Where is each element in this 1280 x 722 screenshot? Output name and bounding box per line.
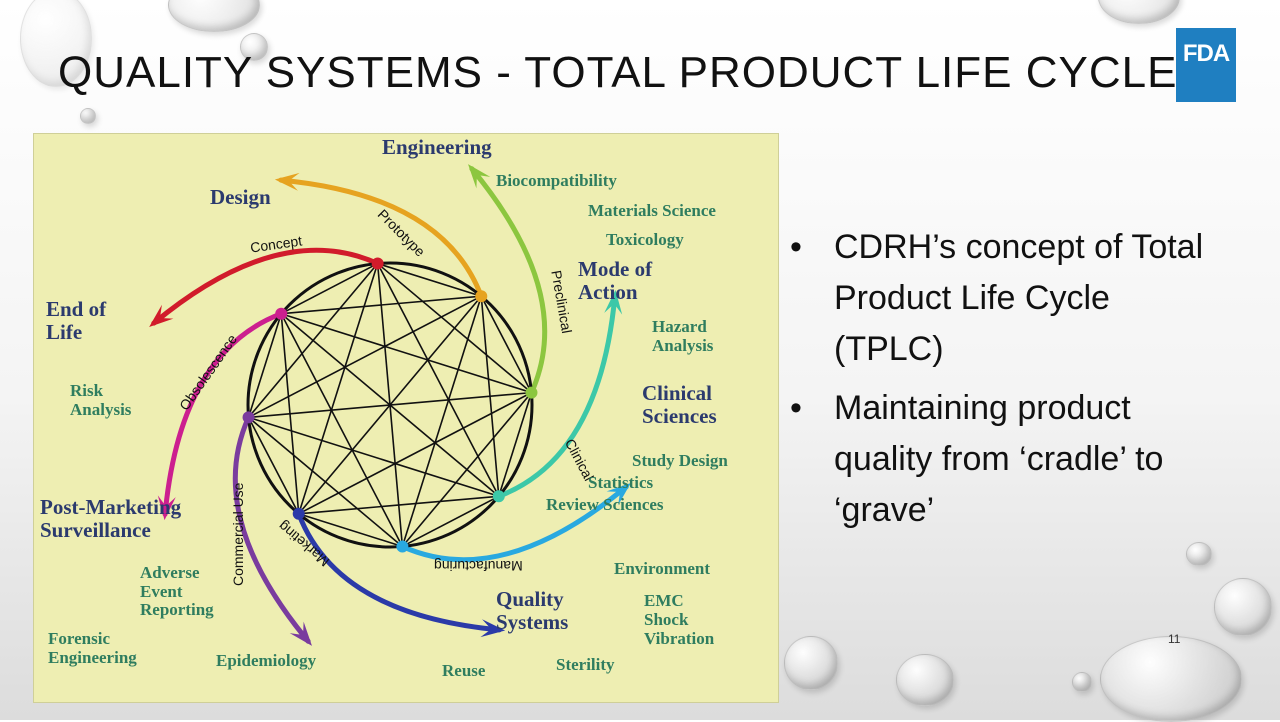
label-post-marketing-surveillance: Post-Marketing Surveillance xyxy=(40,495,182,543)
arrowhead-manufacturing xyxy=(606,483,631,506)
label-epidemiology: Epidemiology xyxy=(216,651,317,670)
water-droplet xyxy=(80,108,96,124)
arc-label-commercial-use: Commercial Use xyxy=(230,482,246,586)
wheel-chord xyxy=(297,263,379,515)
arc-manufacturing xyxy=(399,484,629,563)
label-forensic-engineering: Forensic Engineering xyxy=(48,629,137,667)
arrowhead-commercial-use xyxy=(289,621,312,646)
node-prototype xyxy=(475,290,488,303)
water-droplet xyxy=(168,0,260,32)
arrowhead-obsolescence xyxy=(157,495,176,521)
label-shock: Shock xyxy=(644,610,689,629)
wheel-chord xyxy=(280,313,404,547)
wheel-chord xyxy=(401,295,483,547)
bullet-dot: • xyxy=(790,389,802,427)
tplc-wheel-graphic xyxy=(149,164,631,646)
wheel-chord xyxy=(247,313,282,418)
bullet-text: CDRH’s concept of Total Product Life Cyc… xyxy=(834,228,1204,368)
wheel-chord xyxy=(480,295,533,393)
water-droplet xyxy=(1186,542,1212,566)
label-mode-of-action: Mode of Action xyxy=(578,257,653,305)
wheel-chord xyxy=(248,295,482,419)
label-emc: EMC xyxy=(644,591,684,610)
label-clinical-sciences: Clinical Sciences xyxy=(642,381,717,429)
wheel-chord xyxy=(281,295,482,315)
label-reuse: Reuse xyxy=(442,661,486,680)
wheel-chord xyxy=(280,262,378,315)
wheel-chord xyxy=(376,263,500,497)
node-concept xyxy=(371,257,384,270)
wheel-chord xyxy=(298,513,403,548)
page-number: 11 xyxy=(1168,632,1181,646)
label-materials-science: Materials Science xyxy=(588,201,716,220)
arrowhead-preclinical xyxy=(468,164,491,189)
node-marketing xyxy=(292,507,305,520)
label-end-of-life: End of Life xyxy=(46,297,107,345)
label-adverse-event-reporting: Adverse Event Reporting xyxy=(140,563,214,620)
label-engineering: Engineering xyxy=(382,135,492,159)
arc-obsolescence xyxy=(162,311,284,517)
node-preclinical xyxy=(525,386,538,399)
wheel-chord xyxy=(298,495,499,515)
slide-title: QUALITY SYSTEMS - TOTAL PRODUCT LIFE CYC… xyxy=(58,48,1178,97)
water-droplet xyxy=(1072,672,1092,692)
water-droplet xyxy=(896,654,954,706)
label-risk-analysis: Risk Analysis xyxy=(70,381,132,419)
wheel-chord xyxy=(298,391,532,515)
label-study-design: Study Design xyxy=(632,451,728,470)
arc-commercial-use xyxy=(232,414,311,644)
wheel-chord xyxy=(248,416,403,548)
bullet-text: Maintaining product quality from ‘cradle… xyxy=(834,389,1164,529)
wheel-chord xyxy=(247,417,300,515)
node-obsolescence xyxy=(275,307,288,320)
node-commercial-use xyxy=(242,411,255,424)
wheel-chord xyxy=(280,313,500,497)
node-manufacturing xyxy=(396,540,409,553)
water-droplet xyxy=(240,33,268,61)
arc-marketing xyxy=(296,511,502,633)
arrowhead-concept xyxy=(149,304,174,327)
bullet-item: • CDRH’s concept of Total Product Life Cy… xyxy=(786,222,1226,375)
node-clinical xyxy=(492,490,505,503)
fda-logo: FDA xyxy=(1176,28,1236,102)
water-droplet xyxy=(20,0,92,87)
lifecycle-circle xyxy=(246,261,534,549)
label-environment: Environment xyxy=(614,559,711,578)
wheel-chord xyxy=(248,416,500,498)
label-design: Design xyxy=(210,185,271,209)
arc-prototype xyxy=(278,177,484,299)
label-hazard-analysis: Hazard Analysis xyxy=(652,317,714,355)
label-biocompatibility: Biocompatibility xyxy=(496,171,617,190)
label-quality-systems: Quality Systems xyxy=(496,587,569,635)
arc-concept xyxy=(151,247,381,326)
wheel-chord xyxy=(498,392,533,497)
arrowhead-prototype xyxy=(274,172,300,191)
wheel-chord xyxy=(280,313,300,514)
label-statistics: Statistics xyxy=(588,473,654,492)
bullet-list: • CDRH’s concept of Total Product Life Cy… xyxy=(786,222,1226,544)
label-toxicology: Toxicology xyxy=(606,230,684,249)
water-droplet xyxy=(784,636,838,690)
label-review-sciences: Review Sciences xyxy=(546,495,664,514)
tplc-diagram: Concept Prototype Preclinical Clinical M… xyxy=(33,133,779,703)
bullet-dot: • xyxy=(790,228,802,266)
wheel-chord xyxy=(377,262,482,297)
bullet-item: • Maintaining product quality from ‘cradl… xyxy=(786,383,1226,536)
wheel-chord xyxy=(402,495,500,548)
arc-preclinical xyxy=(469,166,548,396)
arrowhead-marketing xyxy=(480,619,506,638)
arc-clinical xyxy=(496,293,618,499)
arc-label-manufacturing: Manufacturing xyxy=(434,558,523,574)
water-droplet xyxy=(1098,0,1180,24)
arrowhead-clinical xyxy=(604,289,623,315)
label-vibration: Vibration xyxy=(644,629,715,648)
water-droplet xyxy=(1100,636,1242,722)
wheel-chord xyxy=(280,312,532,394)
water-droplet xyxy=(1214,578,1272,636)
label-sterility: Sterility xyxy=(556,655,615,674)
